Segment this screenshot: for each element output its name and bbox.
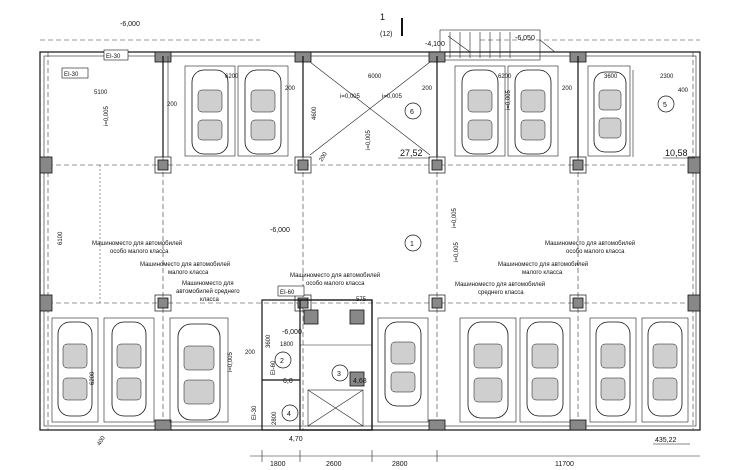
zone-5: 5 xyxy=(663,102,667,109)
elevation-top-right: -6,050 xyxy=(515,35,535,42)
svg-text:6200: 6200 xyxy=(498,74,512,80)
ei30-vertical-tag: EI-30 xyxy=(252,405,258,420)
ei60-vertical-tag: EI-60 xyxy=(271,360,277,375)
svg-text:6000: 6000 xyxy=(368,74,382,80)
svg-text:i=0,005: i=0,005 xyxy=(104,105,110,126)
svg-text:2300: 2300 xyxy=(660,74,674,80)
svg-text:i=0,005: i=0,005 xyxy=(506,89,512,110)
svg-text:200: 200 xyxy=(422,86,433,92)
zone-1: 1 xyxy=(410,241,414,248)
ei60-core-tag: EI-60 xyxy=(280,290,295,296)
area-room-6: 27,52 xyxy=(400,148,423,158)
svg-text:4600: 4600 xyxy=(312,106,318,120)
label-small-right: Машиноместо для автомобилей малого класс… xyxy=(498,261,590,276)
svg-text:575: 575 xyxy=(356,297,367,303)
section-number: 1 xyxy=(380,12,385,22)
elevation-center: -6,000 xyxy=(270,227,290,234)
area-room-1: 435,22 xyxy=(655,437,677,444)
elevation-core: -6,000 xyxy=(282,329,302,336)
svg-text:i=0,005: i=0,005 xyxy=(366,129,372,150)
dimension-labels: 6200 6000 6200 3600 2300 400 5100 200 20… xyxy=(58,74,689,447)
svg-text:3600: 3600 xyxy=(604,74,618,80)
core-rooms xyxy=(261,299,373,431)
svg-text:1800: 1800 xyxy=(280,342,294,348)
svg-text:i=0,005: i=0,005 xyxy=(228,351,234,372)
svg-text:6200: 6200 xyxy=(90,371,96,385)
zone-2: 2 xyxy=(280,358,284,365)
section-marker: 1 (12) xyxy=(380,12,403,38)
label-small-car-center: Машиноместо для автомобилей особо малого… xyxy=(290,272,382,287)
svg-text:6200: 6200 xyxy=(225,74,239,80)
svg-text:i=0,005: i=0,005 xyxy=(340,94,361,100)
svg-text:200: 200 xyxy=(245,350,256,356)
top-parking-slots xyxy=(184,65,631,157)
ramp-stair xyxy=(439,29,556,61)
svg-text:2600: 2600 xyxy=(326,461,342,468)
bottom-dimension-chain: 1800 2600 2800 11700 xyxy=(250,450,700,468)
svg-text:400: 400 xyxy=(678,88,689,94)
zone-3: 3 xyxy=(337,371,341,378)
area-room-2: 6,0 xyxy=(283,378,293,385)
zone-4: 4 xyxy=(287,411,291,418)
zone-6: 6 xyxy=(410,109,414,116)
bottom-parking-slots xyxy=(51,317,689,423)
fire-tags: EI-30 EI-30 EI-60 EI-60 EI-30 xyxy=(61,49,305,420)
svg-text:5100: 5100 xyxy=(94,90,108,96)
area-room-4: 4,70 xyxy=(289,436,303,443)
ei30-left-tag: EI-30 xyxy=(64,72,79,78)
svg-text:200: 200 xyxy=(562,86,573,92)
grid-axes xyxy=(40,52,700,430)
area-room-5: 10,58 xyxy=(665,148,688,158)
svg-text:2800: 2800 xyxy=(272,411,278,425)
top-partitions xyxy=(162,56,634,157)
svg-text:1800: 1800 xyxy=(270,461,286,468)
area-room-3: 4,68 xyxy=(353,378,367,385)
label-mid-right: Машиноместо для автомобилей среднего кла… xyxy=(455,281,547,296)
elevation-top-mid: -4,100 xyxy=(425,41,445,48)
svg-text:3600: 3600 xyxy=(266,334,272,348)
zone-markers: 6 5 1 2 3 4 xyxy=(274,95,675,422)
elevation-top-left: -6,000 xyxy=(120,21,140,28)
car-icons xyxy=(57,69,683,421)
svg-text:200: 200 xyxy=(285,86,296,92)
svg-text:2800: 2800 xyxy=(392,461,408,468)
inner-wall-line xyxy=(43,55,697,427)
parking-labels: Машиноместо для автомобилей особо малого… xyxy=(92,240,637,303)
svg-text:11700: 11700 xyxy=(555,461,574,468)
svg-text:200: 200 xyxy=(167,102,178,108)
room-areas: 27,52 10,58 435,22 6,0 4,68 4,70 xyxy=(283,148,695,445)
svg-text:200: 200 xyxy=(319,151,330,163)
label-mid-car-left: Машиноместо для автомобилей среднего кла… xyxy=(176,281,241,303)
svg-text:6100: 6100 xyxy=(58,231,64,245)
svg-text:i=0,005: i=0,005 xyxy=(382,94,403,100)
svg-text:i=0,005: i=0,005 xyxy=(452,207,458,228)
section-ref: (12) xyxy=(380,31,392,38)
label-small-car-right: Машиноместо для автомобилей особо малого… xyxy=(545,240,637,255)
ei30-top-tag: EI-30 xyxy=(106,54,121,60)
label-small-car-left: Машиноместо для автомобилей малого класс… xyxy=(140,261,232,276)
svg-text:400: 400 xyxy=(97,435,108,447)
label-small-car-top-left: Машиноместо для автомобилей особо малого… xyxy=(92,240,184,255)
svg-text:i=0,005: i=0,005 xyxy=(454,241,460,262)
